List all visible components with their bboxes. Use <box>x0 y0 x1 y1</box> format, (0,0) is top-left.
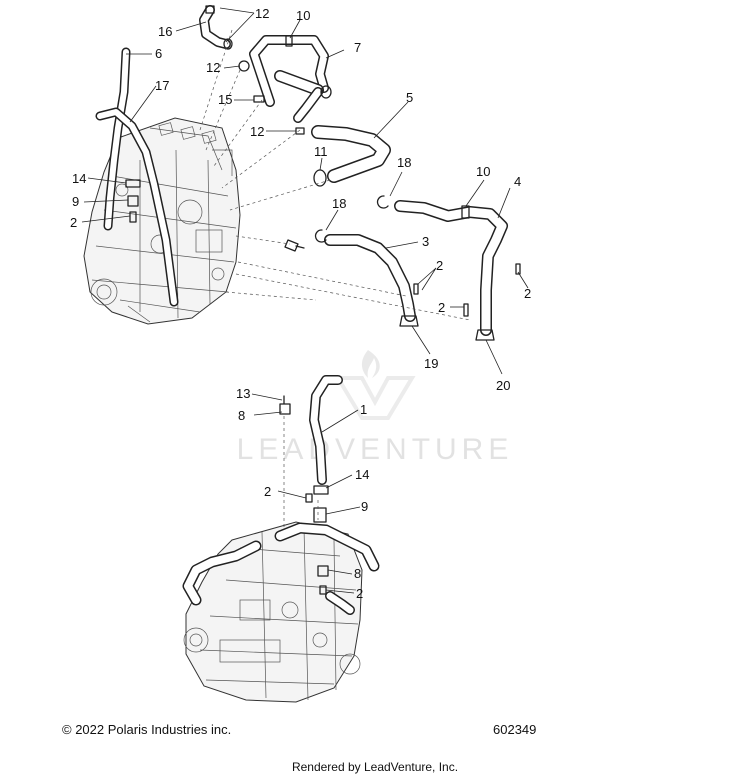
callout-7: 7 <box>354 40 361 55</box>
hose-3 <box>324 234 416 322</box>
callout-8: 8 <box>238 408 245 423</box>
clamp-14-upper <box>125 179 141 188</box>
clamp-12-d <box>295 127 305 135</box>
hose-17 <box>95 107 179 307</box>
clamp-14-lower <box>313 485 329 495</box>
callout-9: 9 <box>361 499 368 514</box>
callout-2: 2 <box>70 215 77 230</box>
clamp-15 <box>253 95 265 103</box>
clamp-18-a <box>376 195 389 209</box>
fitting-2-lower <box>305 493 313 503</box>
clamp-10-upper <box>285 35 293 47</box>
clamp-18-b <box>314 229 327 243</box>
callout-14: 14 <box>72 171 86 186</box>
callouts: 16 12 10 6 7 12 17 15 5 12 11 18 14 9 10… <box>70 6 531 601</box>
fitting-7-end <box>320 85 332 99</box>
callout-2: 2 <box>356 586 363 601</box>
callout-5: 5 <box>406 90 413 105</box>
fitting-20 <box>475 329 495 341</box>
callout-3: 3 <box>422 234 429 249</box>
fitting-2-upper <box>129 211 137 223</box>
hose-1 <box>309 375 343 485</box>
hose-6 <box>103 47 131 231</box>
callout-10: 10 <box>476 164 490 179</box>
callout-2: 2 <box>524 286 531 301</box>
lower-hoses <box>182 522 380 615</box>
fitting-2-lower-b <box>319 585 327 595</box>
drawing-number: 602349 <box>493 722 537 737</box>
callout-2: 2 <box>264 484 271 499</box>
hose-16 <box>199 5 231 49</box>
callout-17: 17 <box>155 78 169 93</box>
fitting-8-lower <box>317 565 329 577</box>
callout-11: 11 <box>314 144 328 159</box>
fitting-9-upper <box>127 195 139 207</box>
leader-lines <box>81 7 529 594</box>
clamp-10-b <box>461 205 470 219</box>
watermark: LEADVENTURE <box>237 350 514 466</box>
watermark-logo-icon <box>334 350 416 420</box>
assembly-lines-upper <box>199 29 471 321</box>
callout-8: 8 <box>354 566 361 581</box>
callout-15: 15 <box>218 92 232 107</box>
bolt-2-c <box>515 263 521 275</box>
bolt-2-a <box>413 283 419 295</box>
clamp-12-b <box>223 38 233 50</box>
callout-2: 2 <box>438 300 445 315</box>
callout-6: 6 <box>155 46 162 61</box>
fitting-9-lower <box>313 507 327 523</box>
callout-4: 4 <box>514 174 521 189</box>
callout-18: 18 <box>397 155 411 170</box>
callout-13: 13 <box>236 386 250 401</box>
rendered-by-text: Rendered by LeadVenture, Inc. <box>291 760 459 774</box>
sensor-upper <box>284 239 305 252</box>
callout-12: 12 <box>255 6 269 21</box>
clamp-12-a <box>205 5 215 14</box>
callout-19: 19 <box>424 356 438 371</box>
clamp-12-c <box>238 60 250 72</box>
fitting-19 <box>399 315 419 327</box>
callout-2: 2 <box>436 258 443 273</box>
callout-16: 16 <box>158 24 172 39</box>
bolt-2-b <box>463 303 469 317</box>
clamp-11 <box>313 169 327 187</box>
callout-12: 12 <box>206 60 220 75</box>
copyright-text: © 2022 Polaris Industries inc. <box>62 722 232 737</box>
hose-7 <box>249 35 329 123</box>
callout-10: 10 <box>296 8 310 23</box>
callout-9: 9 <box>72 194 79 209</box>
sensor-13 <box>279 395 291 415</box>
hose-5 <box>311 125 391 183</box>
callout-18: 18 <box>332 196 346 211</box>
hose-4 <box>394 200 508 336</box>
lower-engine <box>183 521 363 703</box>
callout-20: 20 <box>496 378 510 393</box>
watermark-text: LEADVENTURE <box>237 433 514 466</box>
callout-1: 1 <box>360 402 367 417</box>
callout-14: 14 <box>355 467 369 482</box>
assembly-lines-lower <box>283 416 319 530</box>
callout-12: 12 <box>250 124 264 139</box>
